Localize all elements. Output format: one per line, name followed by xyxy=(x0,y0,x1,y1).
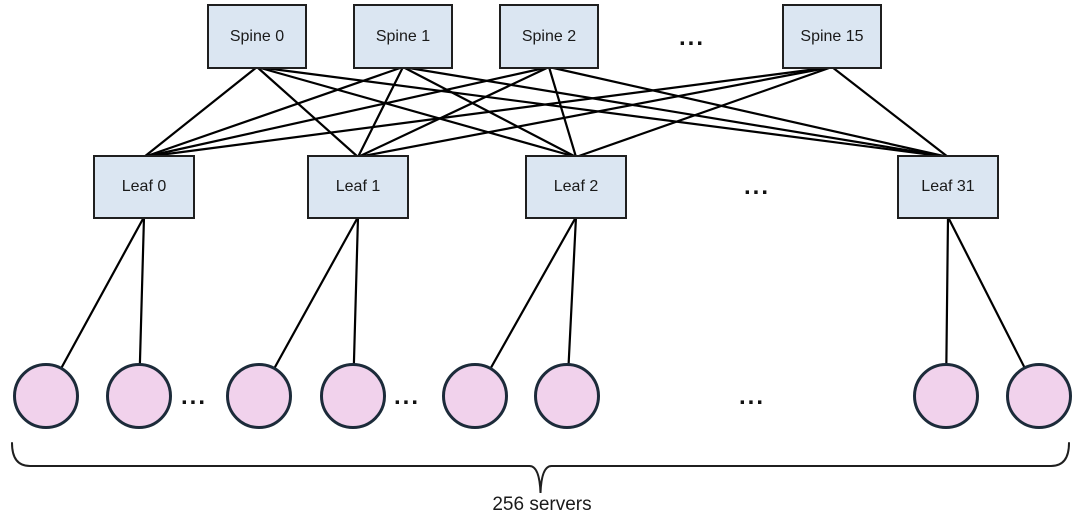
leaf-node-0-label: Leaf 0 xyxy=(121,178,167,195)
ellipsis-spine-row-label: ... xyxy=(678,24,706,52)
spine-leaf-link xyxy=(830,65,950,159)
server-node-6 xyxy=(913,363,979,429)
spine-leaf-link xyxy=(547,65,578,159)
spine-node-2: Spine 2 xyxy=(499,4,599,69)
spine-leaf-link xyxy=(356,65,551,159)
ellipsis-spine-row: ... xyxy=(679,26,705,50)
server-node-1 xyxy=(106,363,172,429)
leaf-node-2-label: Leaf 2 xyxy=(553,178,599,195)
spine-node-1: Spine 1 xyxy=(353,4,453,69)
spine-leaf-link xyxy=(401,65,950,159)
spine-node-3-label: Spine 15 xyxy=(800,27,864,45)
ellipsis-server-row: ... xyxy=(394,385,420,409)
spine-node-0-label: Spine 0 xyxy=(229,27,285,45)
leaf-node-1-label: Leaf 1 xyxy=(335,178,381,195)
ellipsis-leaf-row: ... xyxy=(744,175,770,199)
spine-leaf-link xyxy=(356,65,834,159)
spine-leaf-link xyxy=(255,65,578,159)
spine-node-2-label: Spine 2 xyxy=(521,27,577,45)
spine-node-1-label: Spine 1 xyxy=(375,27,431,45)
leaf-node-3: Leaf 31 xyxy=(897,155,999,219)
spine-leaf-link xyxy=(547,65,950,159)
ellipsis-server-row: ... xyxy=(739,385,765,409)
spine-leaf-link xyxy=(142,65,259,159)
spine-leaf-link xyxy=(142,65,834,159)
spine-leaf-link xyxy=(142,65,551,159)
ellipsis-server-row-label: ... xyxy=(393,383,421,411)
ellipsis-server-row-label: ... xyxy=(180,383,208,411)
server-node-5 xyxy=(534,363,600,429)
spine-leaf-link xyxy=(574,65,834,159)
leaf-node-0: Leaf 0 xyxy=(93,155,195,219)
leaf-server-link xyxy=(473,215,578,398)
leaf-node-1: Leaf 1 xyxy=(307,155,409,219)
spine-leaf-link xyxy=(255,65,360,159)
spine-leaf-link xyxy=(356,65,405,159)
server-node-4 xyxy=(442,363,508,429)
leaf-server-link xyxy=(257,215,360,398)
spine-leaf-link xyxy=(142,65,405,159)
server-node-2 xyxy=(226,363,292,429)
leaf-server-link xyxy=(44,215,146,398)
server-node-0 xyxy=(13,363,79,429)
server-node-3 xyxy=(320,363,386,429)
leaf-node-2: Leaf 2 xyxy=(525,155,627,219)
spine-node-0: Spine 0 xyxy=(207,4,307,69)
leaf-node-3-label: Leaf 31 xyxy=(921,178,975,195)
spine-node-3: Spine 15 xyxy=(782,4,882,69)
servers-brace xyxy=(11,442,1070,494)
brace-label: 256 servers xyxy=(492,494,592,515)
ellipsis-server-row-label: ... xyxy=(738,383,766,411)
spine-leaf-link xyxy=(255,65,950,159)
ellipsis-server-row: ... xyxy=(181,385,207,409)
ellipsis-leaf-row-label: ... xyxy=(743,173,771,201)
server-node-7 xyxy=(1006,363,1072,429)
